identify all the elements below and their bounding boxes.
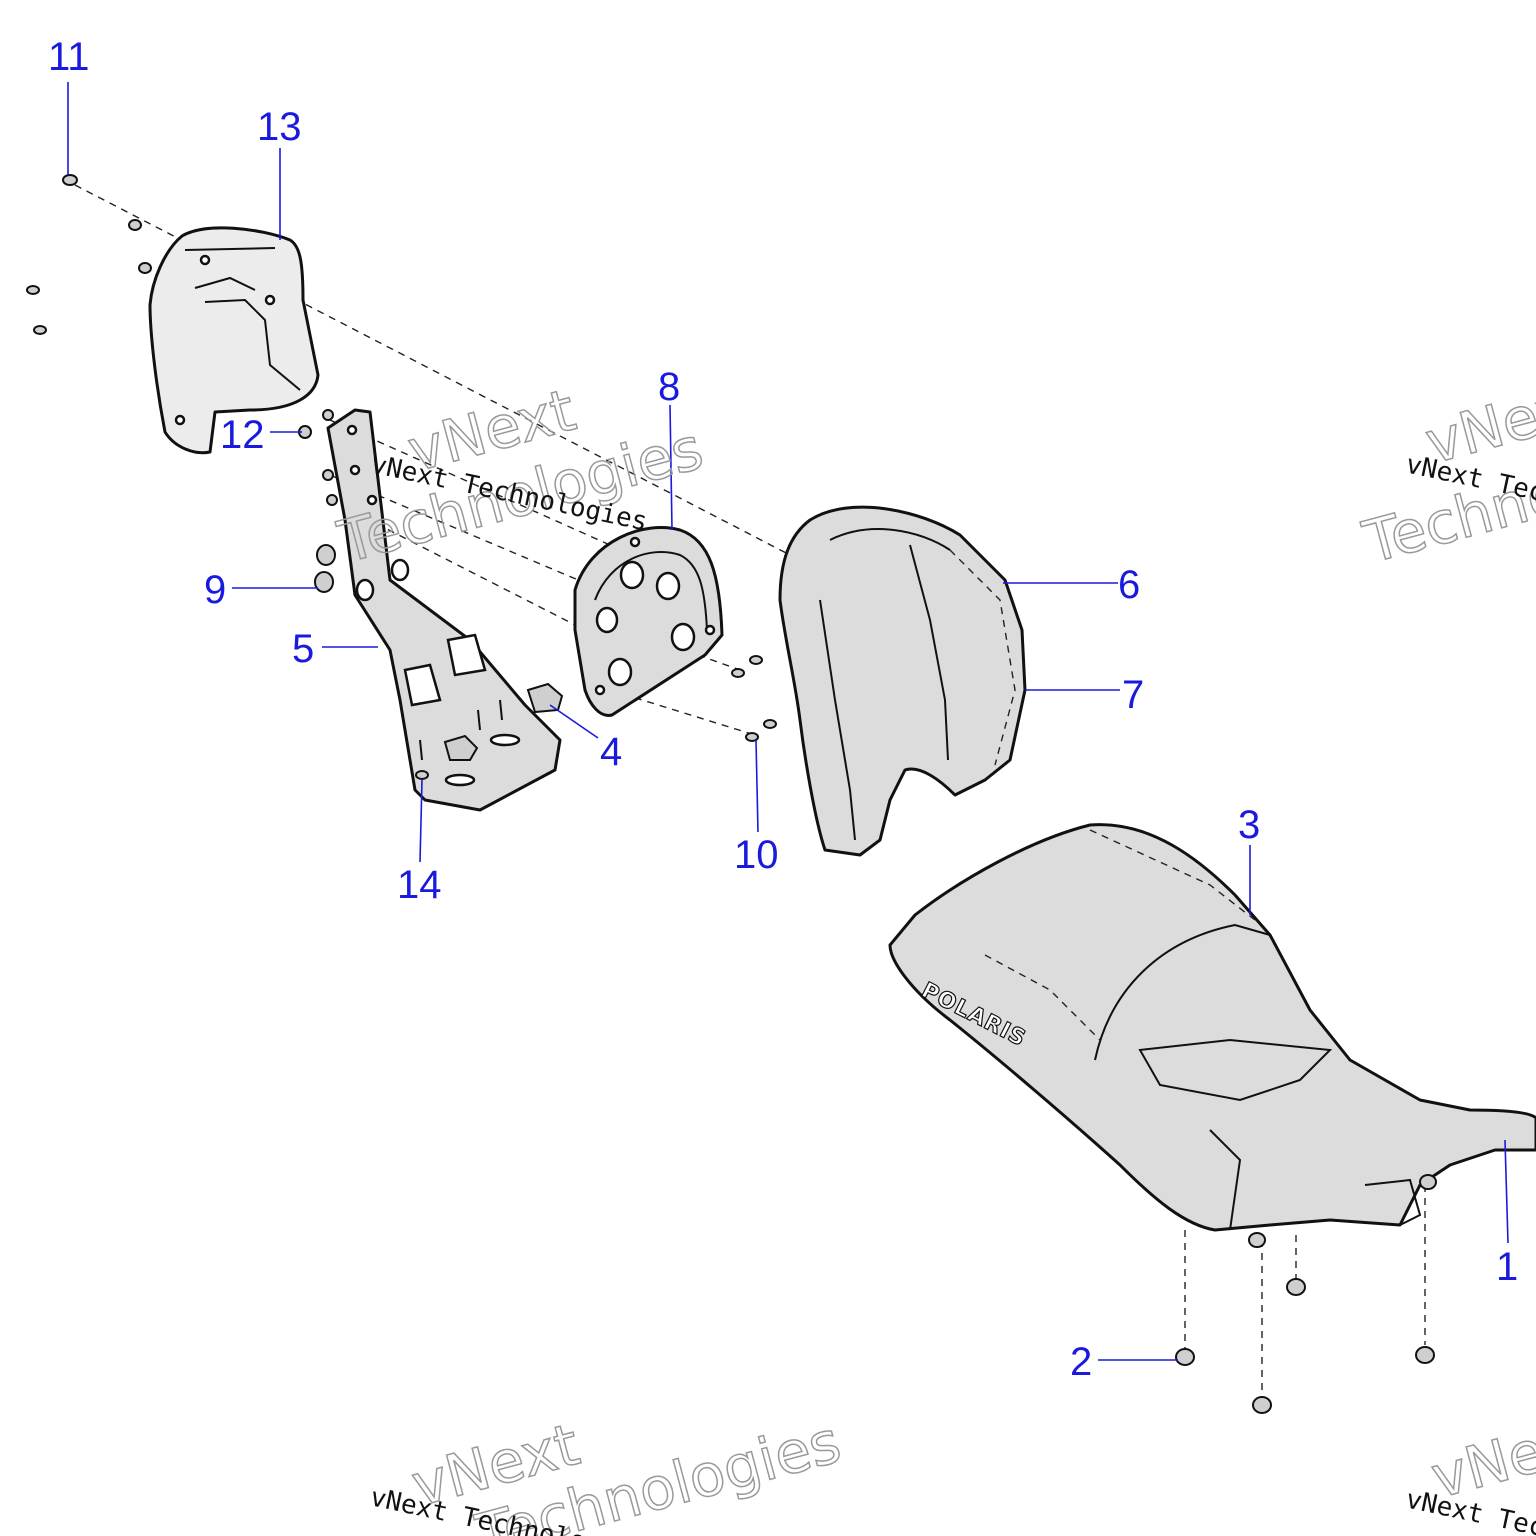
backrest-bracket-part: [326, 408, 562, 812]
callout-3: 3: [1238, 803, 1260, 847]
nut-fasteners-2: [1175, 1174, 1437, 1414]
callout-6: 6: [1118, 563, 1140, 607]
callout-labels: 11 13 12 8 9 5 4 6 7 10 14 3 2 1: [48, 35, 1518, 1384]
callout-2: 2: [1070, 1340, 1092, 1384]
callout-11: 11: [48, 35, 90, 79]
callout-10: 10: [734, 833, 779, 877]
screw-fasteners-11: [26, 174, 152, 335]
callout-13: 13: [257, 105, 302, 149]
leader-lines: [67, 82, 1509, 1361]
nut-fasteners-12: [298, 409, 338, 506]
rubber-bumpers-9: [314, 544, 336, 593]
callout-12: 12: [220, 413, 265, 457]
callout-7: 7: [1122, 673, 1144, 717]
screw-fasteners-10: [731, 655, 777, 742]
callout-4: 4: [600, 730, 622, 774]
callout-9: 9: [204, 568, 226, 612]
screw-14: [415, 770, 429, 780]
backrest-pad-part: [778, 505, 1027, 857]
callout-1: 1: [1496, 1245, 1518, 1289]
rear-cover-part: [148, 226, 320, 455]
callout-5: 5: [292, 627, 314, 671]
latch-part-4: [443, 682, 564, 761]
callout-8: 8: [658, 365, 680, 409]
callout-14: 14: [397, 863, 442, 907]
backrest-plate-part: [573, 526, 724, 717]
seat-part: POLARIS: [888, 823, 1536, 1232]
